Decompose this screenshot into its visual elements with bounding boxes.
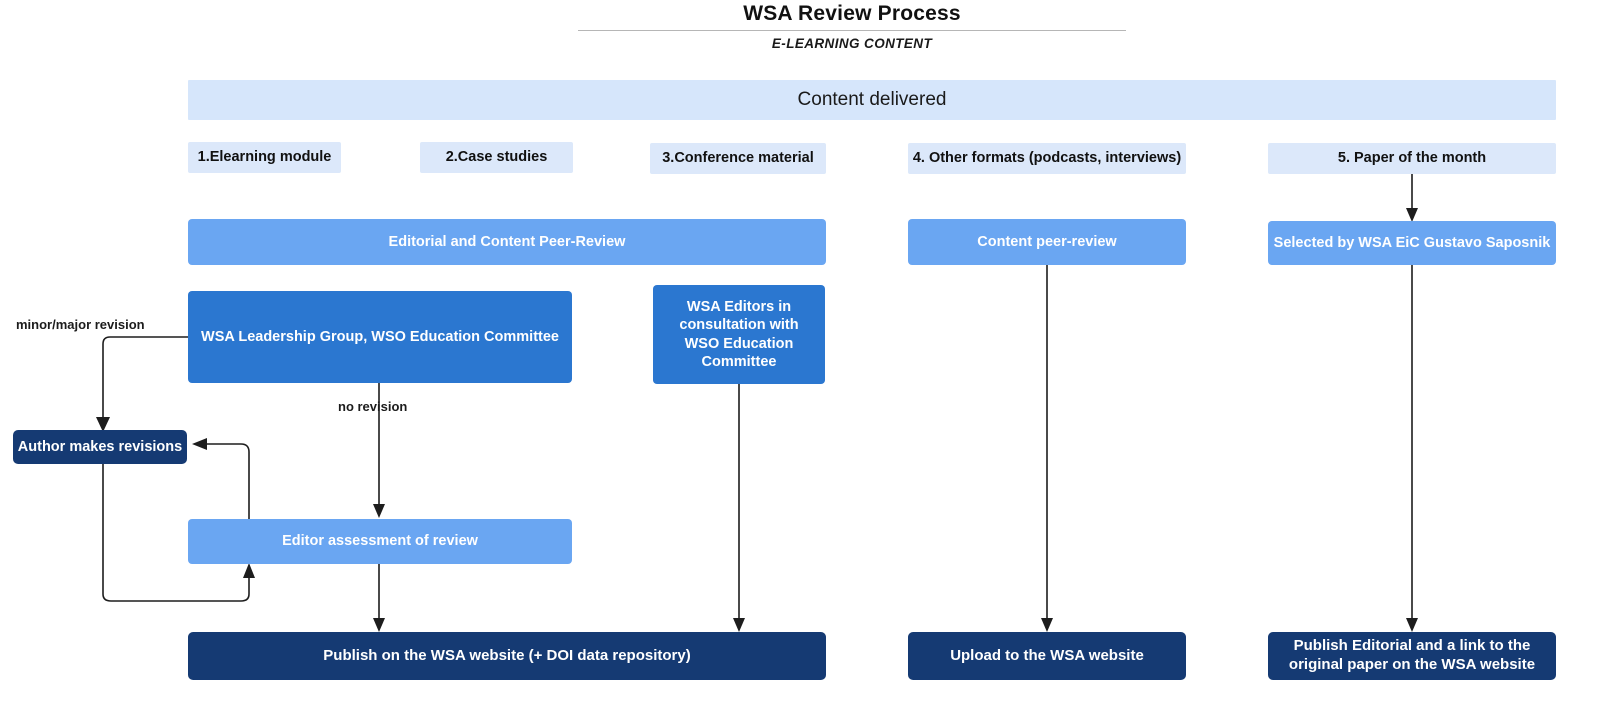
selected-by-eic-node[interactable]: Selected by WSA EiC Gustavo Saposnik (1268, 221, 1556, 265)
editor-assessment-node[interactable]: Editor assessment of review (188, 519, 572, 564)
category-chip-4-label: 4. Other formats (podcasts, interviews) (912, 150, 1182, 167)
category-chip-4[interactable]: 4. Other formats (podcasts, interviews) (908, 143, 1186, 174)
category-chip-5[interactable]: 5. Paper of the month (1268, 143, 1556, 174)
author-revisions-label: Author makes revisions (17, 438, 183, 455)
wsa-editors-node[interactable]: WSA Editors in consultation with WSO Edu… (653, 285, 825, 384)
editorial-peer-review-label: Editorial and Content Peer-Review (388, 233, 626, 250)
category-chip-2[interactable]: 2.Case studies (420, 142, 573, 173)
publish-wsa-node[interactable]: Publish on the WSA website (+ DOI data r… (188, 632, 826, 680)
page-title: WSA Review Process (743, 2, 961, 25)
category-chip-1-label: 1.Elearning module (197, 149, 332, 166)
publish-wsa-label: Publish on the WSA website (+ DOI data r… (323, 646, 691, 664)
content-peer-review-label: Content peer-review (977, 233, 1117, 250)
wsa-editors-label: WSA Editors in consultation with WSO Edu… (679, 299, 799, 370)
editor-assessment-label: Editor assessment of review (282, 533, 478, 550)
category-chip-5-label: 5. Paper of the month (1337, 150, 1487, 167)
no-revision-label: no revision (338, 399, 408, 414)
upload-wsa-node[interactable]: Upload to the WSA website (908, 632, 1186, 680)
diagram-title-block: WSA Review Process E-LEARNING CONTENT (578, 2, 1126, 51)
selected-by-eic-label: Selected by WSA EiC Gustavo Saposnik (1273, 234, 1551, 251)
page-subtitle: E-LEARNING CONTENT (771, 36, 933, 51)
content-delivered-banner: Content delivered (188, 80, 1556, 120)
content-peer-review-node[interactable]: Content peer-review (908, 219, 1186, 265)
category-chip-2-label: 2.Case studies (445, 149, 548, 166)
editorial-peer-review-node[interactable]: Editorial and Content Peer-Review (188, 219, 826, 265)
category-chip-3[interactable]: 3.Conference material (650, 143, 826, 174)
wsa-leadership-label: WSA Leadership Group, WSO Education Comm… (201, 328, 559, 345)
wsa-leadership-node[interactable]: WSA Leadership Group, WSO Education Comm… (188, 291, 572, 383)
category-chip-3-label: 3.Conference material (662, 150, 814, 167)
publish-editorial-label: Publish Editorial and a link to the orig… (1288, 637, 1536, 673)
category-chip-1[interactable]: 1.Elearning module (188, 142, 341, 173)
content-delivered-label: Content delivered (797, 89, 947, 111)
minor-major-revision-label: minor/major revision (16, 317, 145, 332)
author-revisions-node[interactable]: Author makes revisions (13, 430, 187, 464)
publish-editorial-node[interactable]: Publish Editorial and a link to the orig… (1268, 632, 1556, 680)
upload-wsa-label: Upload to the WSA website (950, 646, 1144, 664)
title-divider (578, 30, 1126, 31)
